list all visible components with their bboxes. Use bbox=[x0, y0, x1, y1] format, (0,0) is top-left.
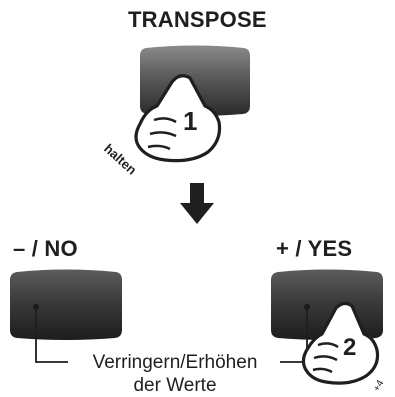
hold-text: halten bbox=[101, 141, 140, 178]
repeat-mark: +4 bbox=[371, 378, 386, 394]
arrow-down-icon bbox=[180, 183, 214, 224]
yes-label: + / YES bbox=[276, 236, 353, 261]
finger-press-icon: 2 +4 bbox=[301, 301, 387, 394]
caption-line-2: der Werte bbox=[133, 375, 217, 396]
transpose-label: TRANSPOSE bbox=[128, 7, 267, 32]
caption-line-1: Verringern/Erhöhen bbox=[92, 352, 258, 373]
no-label: – / NO bbox=[13, 236, 78, 261]
step-1-number: 1 bbox=[183, 106, 197, 136]
no-button[interactable] bbox=[10, 269, 122, 341]
step-2-number: 2 bbox=[343, 334, 356, 361]
